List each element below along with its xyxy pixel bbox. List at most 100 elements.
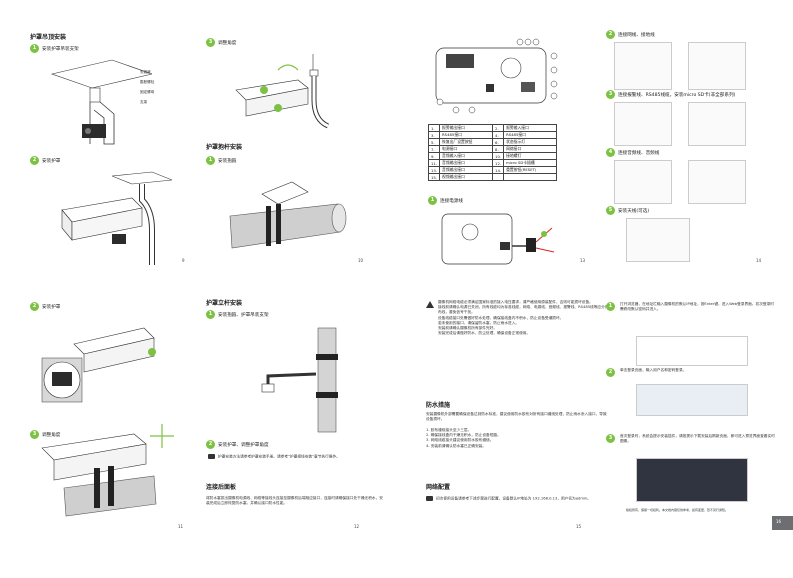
page-number: 14 bbox=[756, 258, 762, 263]
install-housing-illustration bbox=[41, 327, 156, 403]
pole-clamp-illustration bbox=[229, 181, 347, 249]
legend-cell: RS485接口 bbox=[503, 131, 558, 139]
legend-cell: 9. bbox=[427, 152, 441, 160]
section-title-1: 防水措施 bbox=[426, 402, 451, 409]
page-tab-bar bbox=[772, 516, 793, 530]
legend-cell: 7. bbox=[427, 145, 441, 153]
label-0: 安装座 bbox=[140, 70, 151, 74]
waterproof-item: 1. 胶布缠绕接头至少三层。 bbox=[426, 428, 472, 432]
live-view-screenshot bbox=[636, 458, 748, 502]
subsection-title: 连接后面板 bbox=[206, 484, 237, 491]
section-title: 护罩吊顶安装 bbox=[30, 34, 67, 41]
legend-cell: 状态指示灯 bbox=[503, 138, 558, 146]
legend-cell: 电源接口 bbox=[439, 145, 494, 153]
page-16: 1 打开浏览器，在地址栏输入摄像机的默认IP地址，按Enter键，进入Web登录… bbox=[596, 298, 793, 578]
step-1: 1 打开浏览器，在地址栏输入摄像机的默认IP地址，按Enter键，进入Web登录… bbox=[606, 302, 776, 312]
waterproof-item: 4. 安装前请确认防水塞已正确安装。 bbox=[426, 443, 487, 448]
body-paragraph: 将防水塞拔出摄像机电源线、网络等接线头连接至摄像机后端相应接口，连接时请确保接口… bbox=[206, 496, 383, 506]
warning-item: 安装完成后请做好防水、防尘处理，确保设备正常使用。 bbox=[438, 331, 531, 336]
section-title-2: 网络配置 bbox=[426, 484, 451, 491]
warning-list: 摄像机网络电缆必须满足国家标准的接入电压要求，请严格使用原装配件，否则可能损坏设… bbox=[438, 300, 610, 336]
legend-cell: RS485接口 bbox=[439, 131, 494, 139]
legend-cell: 音频输出接口 bbox=[439, 159, 494, 167]
page-number: 10 bbox=[358, 258, 364, 263]
page-number: 12 bbox=[354, 524, 360, 529]
page-number: 11 bbox=[178, 524, 184, 529]
page-number: 13 bbox=[580, 258, 586, 263]
legend-cell: 视频输出接口 bbox=[439, 173, 494, 181]
web-login-screenshot bbox=[636, 384, 748, 416]
step-3: 3 首次登录时，系统会提示安装插件，请按提示下载安装后刷新页面，即可进入预览界面… bbox=[606, 434, 776, 444]
section-title: 护罩抱杆安装 bbox=[206, 144, 243, 151]
rear-panel-photo-1 bbox=[614, 42, 672, 90]
note-text: 护罩安装方法请参考护罩安装手册。请参考“护罩接线安装”章节执行操作。 bbox=[208, 454, 384, 460]
legend-cell: 接地螺钉 bbox=[503, 152, 558, 160]
legend-cell: 12. bbox=[492, 159, 505, 167]
waterproof-item: 3. 网络线缆接头建议使用防水胶布缠绕。 bbox=[426, 438, 494, 443]
rear-panel-illustration bbox=[435, 38, 558, 114]
legend-cell: 14. bbox=[492, 166, 505, 174]
legend-cell: 8. bbox=[492, 145, 505, 153]
legend-cell: 恢复出厂设置按钮 bbox=[439, 138, 494, 146]
power-cable-illustration bbox=[441, 213, 555, 265]
legend-cell: 1. bbox=[427, 124, 441, 132]
legend-cell: 6. bbox=[492, 138, 505, 146]
rear-panel-photo-2 bbox=[688, 42, 746, 90]
legend-cell: 3. bbox=[427, 131, 441, 139]
label-3: 支架 bbox=[140, 100, 148, 104]
rear-panel-photo-5 bbox=[614, 160, 672, 204]
rear-panel-photo-4 bbox=[688, 102, 746, 146]
waterproof-paragraph: 安装摄像机外部需要确保设备达到防水标准，建议使用防水胶布对所有接口缠绕处理，防止… bbox=[426, 412, 607, 422]
vertical-pole-illustration bbox=[261, 327, 338, 433]
page-number: 9 bbox=[182, 258, 185, 263]
adjust-housing-illustration bbox=[41, 424, 174, 517]
label-2: 固定螺母 bbox=[140, 90, 155, 94]
legend-cell: 2. bbox=[492, 124, 505, 132]
waterproof-item: 2. 确保接线盒内干燥无积水，防止设备短路。 bbox=[426, 433, 501, 438]
warning-icon bbox=[426, 301, 434, 308]
legend-cell: 5. bbox=[427, 138, 441, 146]
warning-item: 设备线缆接口处需做好防水处理，确保接线盒内不积水，防止设备受潮损坏。 bbox=[438, 315, 564, 320]
legend-cell: 报警输出接口 bbox=[439, 124, 494, 132]
warning-item: 若未使用的接口，请保留防水塞，防止雨水进入。 bbox=[438, 320, 520, 325]
warning-item: 接线前请确认电源已关闭，所有线缆均为标准线缆，网络、电源线、音频线、报警线、RS… bbox=[438, 305, 609, 315]
footer-text: 版权所有，保留一切权利。本文档内容仅供参考，如有变更，恕不另行通知。 bbox=[626, 508, 729, 512]
note-icon bbox=[426, 496, 433, 501]
warning-block: 摄像机网络电缆必须满足国家标准的接入电压要求，请严格使用原装配件，否则可能损坏设… bbox=[426, 300, 610, 336]
rear-panel-photo-3 bbox=[614, 102, 672, 146]
legend-cell: 网络接口 bbox=[503, 145, 558, 153]
warning-item: 摄像机网络电缆必须满足国家标准的接入电压要求，请严格使用原装配件，否则可能损坏设… bbox=[438, 300, 593, 304]
legend-cell: 15. bbox=[427, 173, 441, 181]
legend-cell: 重置按钮(RESET) bbox=[503, 166, 558, 174]
warning-item: 安装前请确认摄像机所有部件完好。 bbox=[438, 326, 497, 331]
legend-cell: micro SD卡插槽 bbox=[503, 159, 558, 167]
legend-cell: 音频输出接口 bbox=[439, 166, 494, 174]
network-note: 初次使用设备请参考下述步骤进行配置，设备默认IP地址为 192.168.0.13… bbox=[426, 496, 608, 502]
legend-cell: 11. bbox=[427, 159, 441, 167]
page-number: 16 bbox=[776, 519, 782, 524]
legend-cell: 4. bbox=[492, 131, 505, 139]
step-2: 2 单击登录页面，输入用户名和密码登录。 bbox=[606, 368, 776, 377]
legend-cell: 报警输入接口 bbox=[503, 124, 558, 132]
